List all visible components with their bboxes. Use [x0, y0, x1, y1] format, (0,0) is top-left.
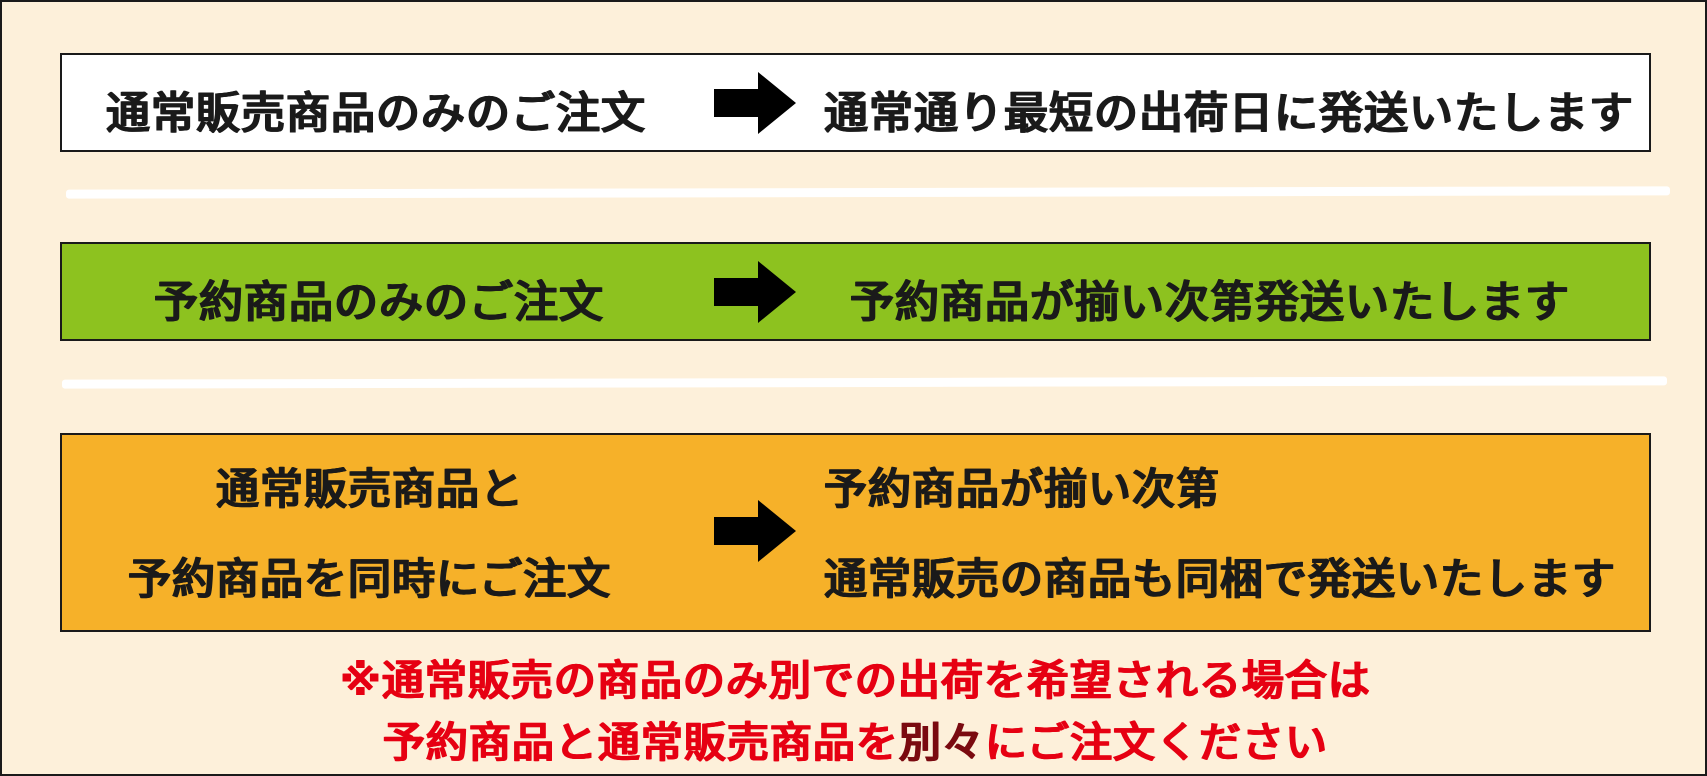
notice-line-2-after: にご注文ください: [984, 718, 1329, 767]
row-1-condition: 通常販売商品のみのご注文: [106, 88, 646, 139]
notice-line-2-before: 予約商品と通常販売商品を: [382, 718, 899, 767]
row-mixed-order: 通常販売商品と 予約商品を同時にご注文 予約商品が揃い次第 通常販売の商品も同梱…: [60, 433, 1651, 632]
separator: [65, 186, 1671, 199]
row-3-condition-line-1: 通常販売商品と: [216, 465, 524, 515]
row-3-result-line-2: 通常販売の商品も同梱で発送いたします: [824, 555, 1616, 605]
notice-emphasis: 別々: [898, 718, 985, 767]
row-2-condition: 予約商品のみのご注文: [154, 277, 604, 328]
row-regular-only: 通常販売商品のみのご注文 通常通り最短の出荷日に発送いたします: [60, 53, 1651, 152]
right-arrow-icon: [714, 72, 796, 134]
notice-line-1: ※通常販売の商品のみ別での出荷を希望される場合は: [340, 656, 1371, 705]
row-3-result-line-1: 予約商品が揃い次第: [824, 465, 1220, 515]
row-2-result: 予約商品が揃い次第発送いたします: [850, 277, 1570, 328]
row-3-condition-line-2: 予約商品を同時にご注文: [128, 555, 612, 605]
row-1-result: 通常通り最短の出荷日に発送いたします: [824, 88, 1634, 139]
separator: [61, 376, 1668, 389]
right-arrow-icon: [714, 261, 796, 323]
right-arrow-icon: [714, 500, 796, 562]
notice-line-2: 予約商品と通常販売商品を別々にご注文ください: [2, 709, 1707, 770]
row-preorder-only: 予約商品のみのご注文 予約商品が揃い次第発送いたします: [60, 242, 1651, 341]
